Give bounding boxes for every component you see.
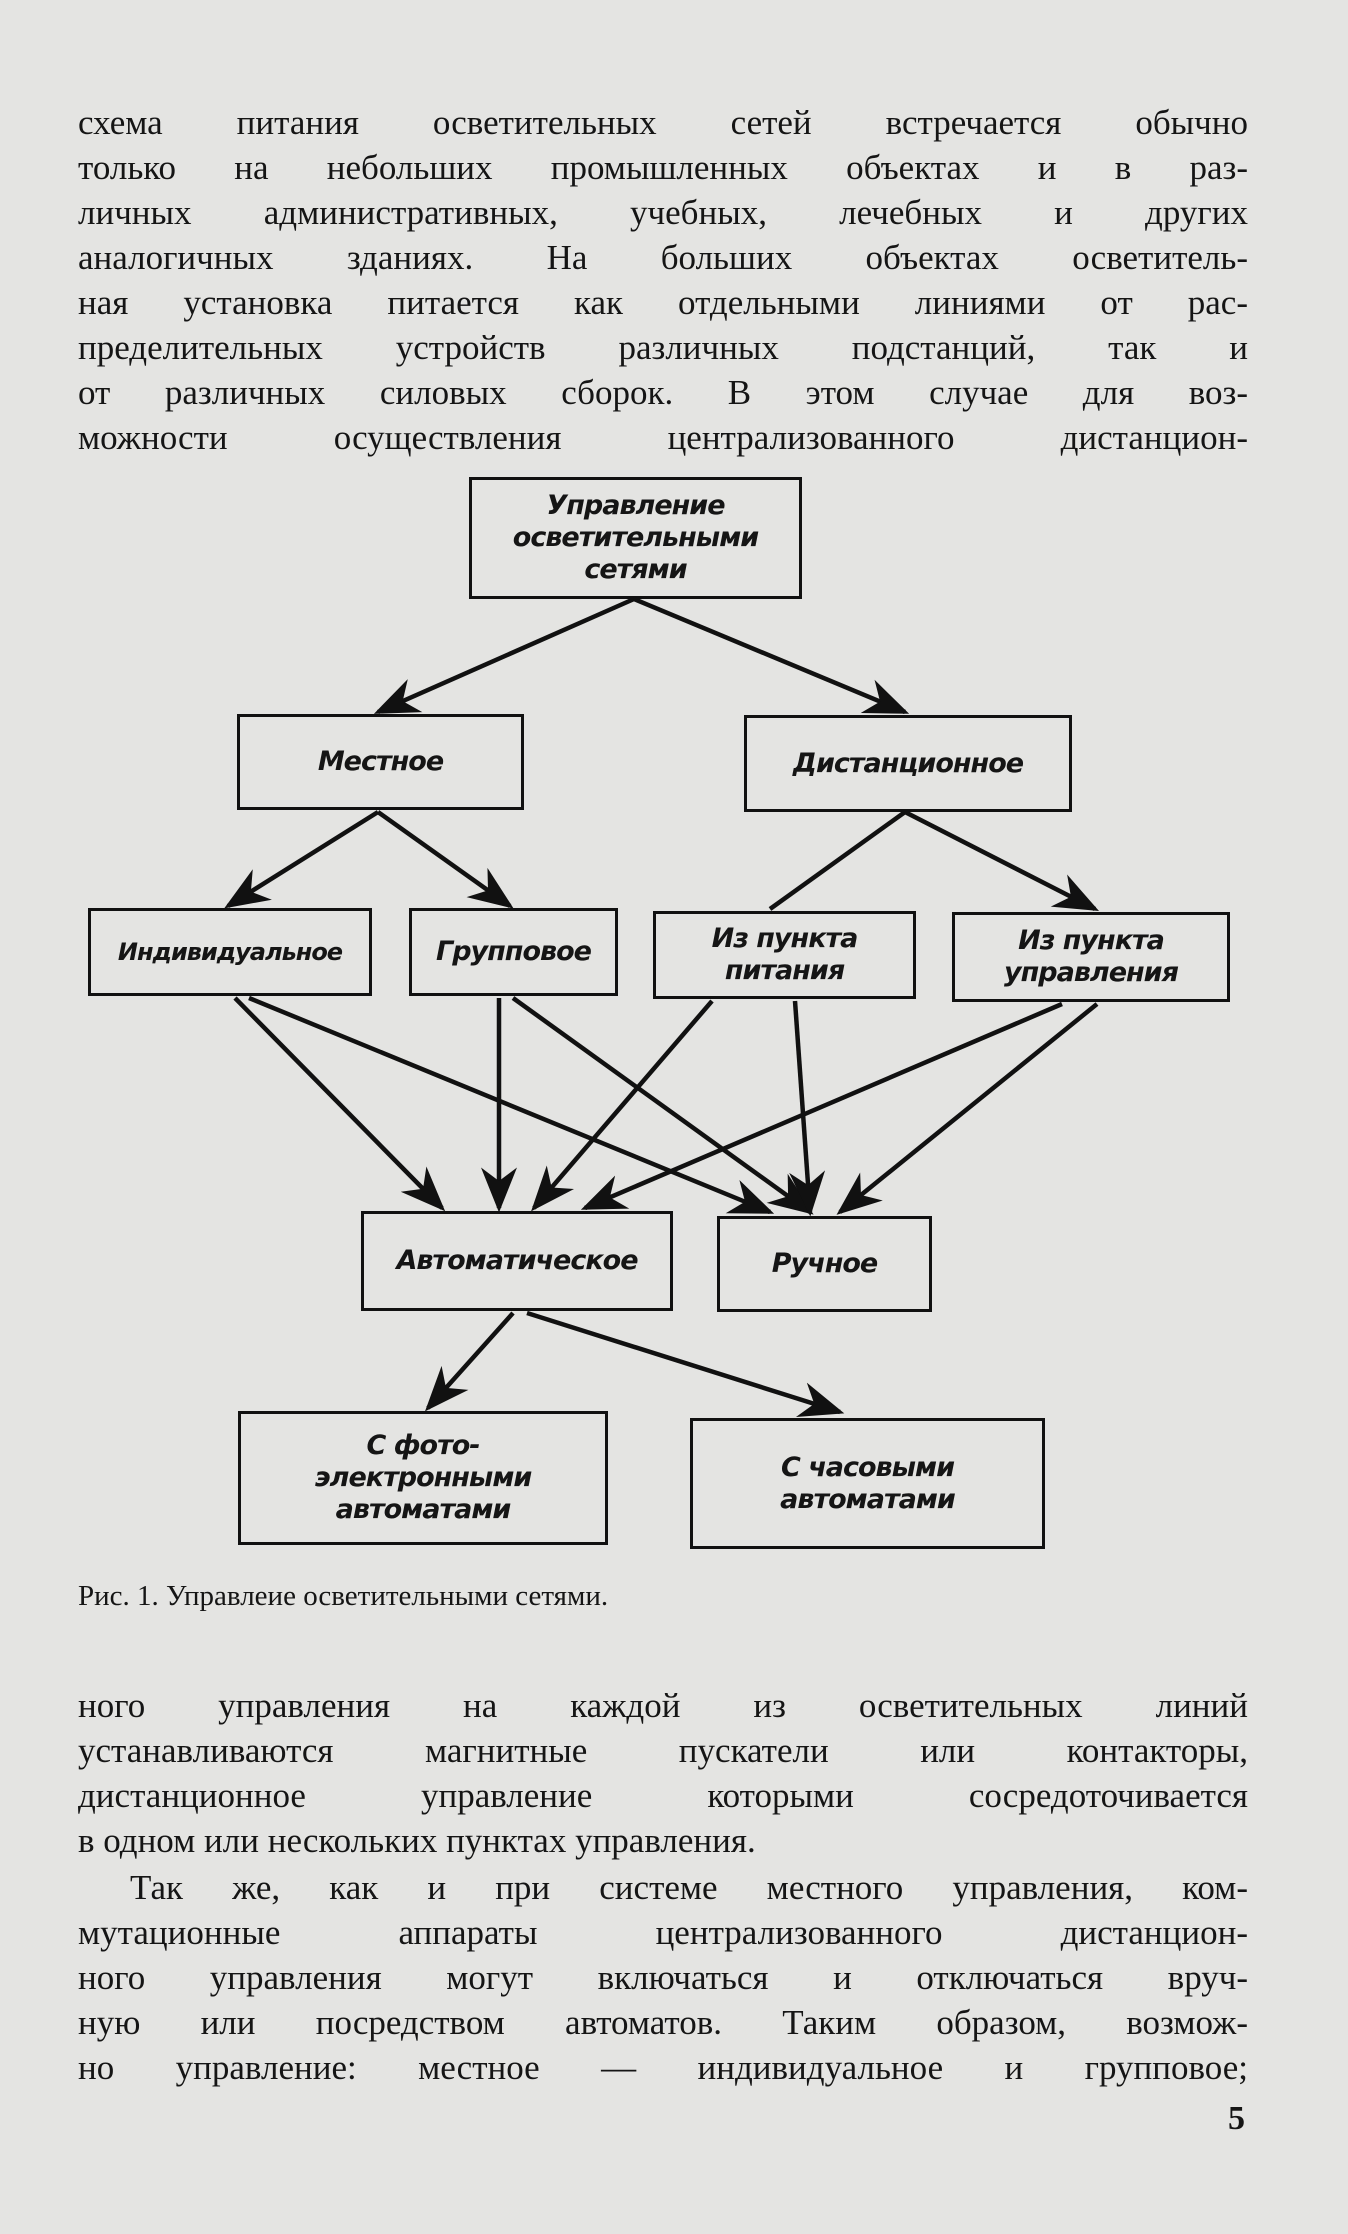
box-root: Управление осветительными сетями [469,477,802,599]
text-line: ную или посредством автоматов. Таким обр… [78,2003,1248,2042]
line-remote-supply [768,810,907,911]
arrow-automatic-timer [526,1310,845,1417]
box-automatic: Автоматическое [361,1211,673,1311]
page-number: 5 [1228,2100,1245,2137]
box-photoelectric: С фото- электронными автоматами [238,1411,608,1545]
text-line: но управление: местное — индивидуальное … [78,2048,1248,2087]
text-line: от различных силовых сборок. В этом случ… [78,373,1248,412]
arrow-root-remote [633,596,910,715]
box-individual: Индивидуальное [88,908,372,996]
box-remote: Дистанционное [744,715,1072,812]
arrow-automatic-photo [424,1311,515,1412]
arrow-supply-manual [789,1000,826,1217]
text-line: аналогичных зданиях. На больших объектах… [78,238,1248,277]
text-line: схема питания осветительных сетей встреч… [78,103,1248,142]
text-line: только на небольших промышленных объекта… [78,148,1248,187]
figure-caption: Рис. 1. Управлеие осветительными сетями. [78,1580,609,1612]
text-line: ного управления могут включаться и отклю… [78,1958,1248,1997]
top-paragraph: схема питания осветительных сетей встреч… [78,100,1248,460]
box-local: Местное [237,714,524,810]
box-from-supply: Из пункта питания [653,911,916,999]
box-timer: С часовыми автоматами [690,1418,1045,1549]
arrow-supply-automatic [531,999,714,1212]
box-manual: Ручное [717,1216,932,1312]
arrow-individual-manual [248,995,775,1215]
arrow-individual-automatic [233,996,446,1212]
text-line: мутационные аппараты централизованного д… [78,1913,1248,1952]
arrow-group-manual [511,996,814,1215]
arrow-control-automatic [580,1001,1063,1211]
text-line: можности осуществления централизованного… [78,418,1248,457]
arrow-local-individual [224,810,380,909]
text-line: пределительных устройств различных подст… [78,328,1248,367]
box-group: Групповое [409,908,618,996]
box-from-control: Из пункта управления [952,912,1230,1002]
bottom-paragraph-2: Так же, как и при системе местного управ… [78,1865,1248,2090]
text-line: Так же, как и при системе местного управ… [130,1868,1248,1907]
text-line: в одном или нескольких пунктах управлени… [78,1821,756,1860]
text-line: ного управления на каждой из осветительн… [78,1686,1248,1725]
text-line: дистанционное управление которыми сосред… [78,1776,1248,1815]
arrow-root-local [373,596,635,715]
arrow-control-manual [836,1002,1099,1215]
arrow-remote-control [903,809,1100,912]
text-line: личных административных, учебных, лечебн… [78,193,1248,232]
arrow-local-group [376,810,514,909]
text-line: ная установка питается как отдельными ли… [78,283,1248,322]
text-line: устанавливаются магнитные пускатели или … [78,1731,1248,1770]
bottom-paragraph-1: ного управления на каждой из осветительн… [78,1683,1248,1863]
